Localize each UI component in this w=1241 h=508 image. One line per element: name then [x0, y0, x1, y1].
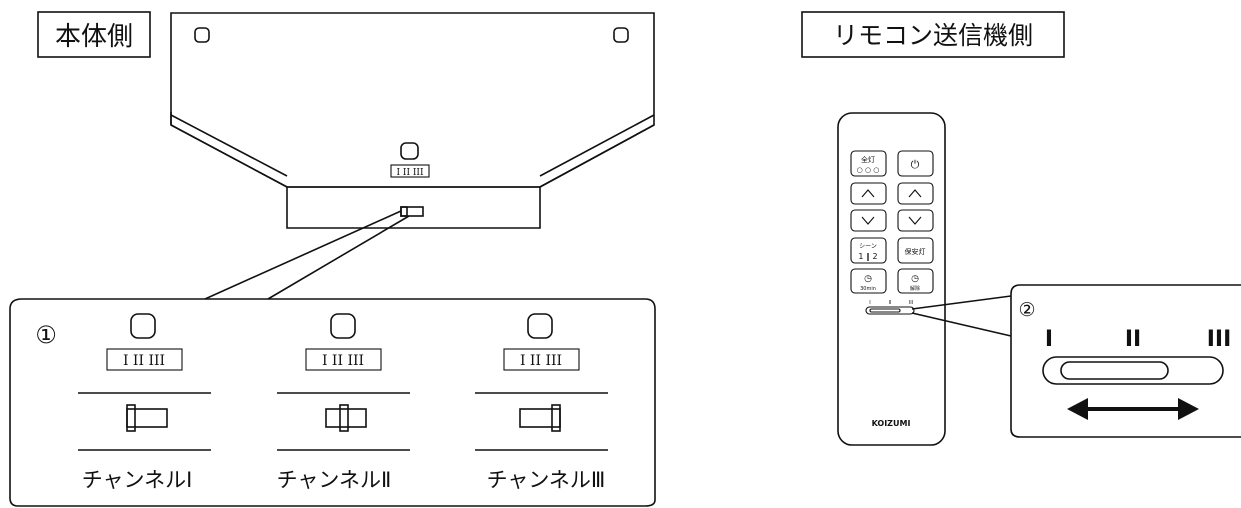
switch-scale-label: I II III [520, 353, 562, 369]
position-label-3: III [1207, 327, 1232, 352]
position-label-1: I [1045, 327, 1053, 352]
chevron-up-icon [908, 189, 922, 198]
mount-hole-icon [194, 27, 210, 43]
night-light-button[interactable] [897, 237, 934, 264]
switch-scale-label: I II III [322, 353, 364, 369]
callout-2-number: ② [1018, 299, 1035, 321]
double-arrow-icon [1067, 398, 1199, 420]
timer-30min-button[interactable] [850, 268, 887, 294]
callout-2: ② I II III [1010, 284, 1241, 438]
brightness-down-button[interactable] [850, 209, 887, 232]
power-icon: ⏻ [911, 158, 920, 171]
channel-2-setting: I II III チャンネルⅡ [277, 313, 410, 492]
remote-label-box [801, 11, 1065, 58]
remote-group: リモコン送信機側 全灯 ○ ○ ○ ⏻ シーン 1 ‖ 2 [801, 11, 1065, 446]
leader-line [267, 215, 410, 300]
switch-scale-box [106, 348, 183, 371]
channel-2-label: チャンネルⅡ [277, 468, 392, 492]
mount-hole-icon [613, 27, 629, 43]
switch-scale-box [390, 164, 430, 178]
slider-tick: II [889, 300, 892, 306]
timer-30min-sub: 30min [860, 286, 876, 292]
color-down-button[interactable] [897, 209, 934, 232]
main-unit-group: 本体側 I II III [37, 11, 655, 300]
channel-1-label: チャンネルⅠ [82, 468, 193, 492]
remote-label: リモコン送信機側 [833, 21, 1033, 50]
switch-scale-box [305, 348, 382, 371]
slider-tick: I [869, 300, 870, 306]
clock-icon: ◷ [911, 274, 919, 284]
all-on-sub: ○ ○ ○ [857, 166, 880, 174]
sensor-window-icon [130, 313, 156, 339]
leader-line [204, 210, 402, 300]
channel-1-setting: I II III チャンネルⅠ [78, 313, 211, 492]
switch-scale-label: I II III [123, 353, 165, 369]
channel-slide-switch[interactable] [865, 306, 915, 315]
switch-position-3-icon [519, 404, 561, 432]
ceiling-light-body: I II III [170, 12, 655, 229]
leader-line [911, 295, 1012, 310]
timer-cancel-sub: 解除 [910, 285, 920, 292]
main-unit-label-box [37, 11, 151, 58]
channel-switch-icon [400, 206, 424, 217]
all-on-button[interactable] [850, 150, 887, 177]
sensor-window-icon [527, 313, 553, 339]
leader-line [911, 312, 1012, 337]
main-unit-label: 本体側 [55, 22, 133, 52]
channel-3-label: チャンネルⅢ [487, 468, 606, 492]
switch-position-2-icon [325, 404, 367, 432]
switch-scale-label: I II III [396, 168, 423, 178]
sensor-window-icon [330, 313, 356, 339]
night-light-label: 保安灯 [905, 247, 926, 256]
scene-label: シーン [859, 243, 877, 250]
callout-1: ① I II III チャンネルⅠ I II III チャ [9, 298, 656, 507]
slider-tick: III [909, 300, 913, 306]
sensor-window-icon [400, 142, 419, 160]
all-on-label: 全灯 [861, 155, 875, 164]
chevron-down-icon [908, 216, 922, 225]
remote-control: 全灯 ○ ○ ○ ⏻ シーン 1 ‖ 2 保安灯 ◷ 30min [837, 112, 946, 446]
callout-1-number: ① [35, 321, 57, 349]
position-label-2: II [1125, 327, 1141, 352]
timer-cancel-button[interactable] [897, 268, 934, 294]
slide-switch-track[interactable] [1042, 356, 1224, 385]
color-up-button[interactable] [897, 182, 934, 205]
slide-switch-knob[interactable] [1060, 361, 1169, 380]
chevron-up-icon [861, 189, 875, 198]
channel-3-setting: I II III チャンネルⅢ [475, 313, 608, 492]
power-button[interactable] [897, 150, 934, 177]
switch-scale-box [503, 348, 580, 371]
scene-sub: 1 ‖ 2 [858, 252, 877, 261]
clock-icon: ◷ [864, 274, 872, 284]
brightness-up-button[interactable] [850, 182, 887, 205]
scene-button[interactable] [850, 237, 887, 264]
switch-position-1-icon [126, 404, 168, 432]
chevron-down-icon [861, 216, 875, 225]
brand-logo: KOIZUMI [872, 419, 911, 428]
